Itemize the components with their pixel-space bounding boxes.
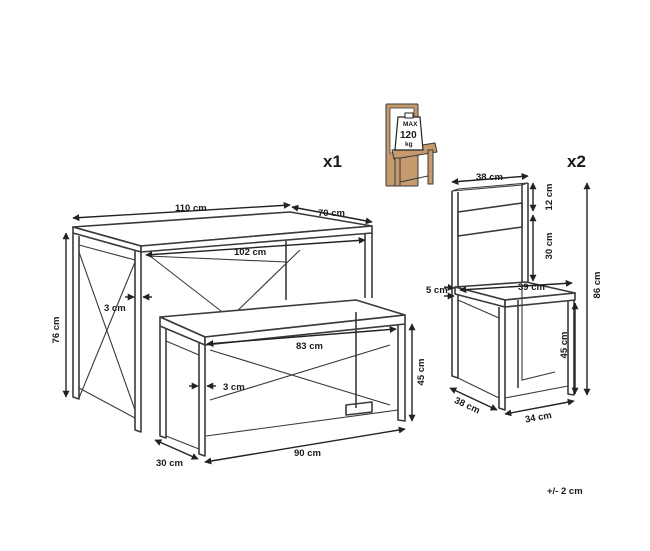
bench-depth-label: 30 cm (156, 458, 183, 469)
table-height-label: 76 cm (51, 317, 62, 344)
chair-back-top-label: 12 cm (544, 184, 555, 211)
chair-depth-label: 38 cm (452, 395, 481, 416)
table-leg-label: 3 cm (104, 303, 126, 314)
chair-back-panel-label: 30 cm (544, 233, 555, 260)
chair-seat-thickness-label: 5 cm (426, 285, 448, 296)
chair-load-icon (385, 103, 438, 187)
chair-seat-width-label: 39 cm (518, 282, 545, 293)
badge-weight-text: 120 (400, 130, 417, 141)
table-width-label: 110 cm (175, 203, 207, 214)
tolerance-note: +/- 2 cm (547, 486, 583, 497)
bench-height-label: 45 cm (416, 359, 427, 386)
table-inner-width-label: 102 cm (234, 247, 266, 258)
badge-unit-text: kg (405, 141, 413, 148)
bench-drawing (159, 299, 406, 457)
table-depth-label: 70 cm (318, 208, 345, 219)
chair-drawing (451, 182, 576, 411)
bench-leg-label: 3 cm (223, 382, 245, 393)
badge-max-text: MAX (403, 121, 418, 128)
chair-base-width-label: 34 cm (524, 410, 552, 426)
chair-seat-height-label: 45 cm (559, 332, 570, 359)
chair-back-width-label: 38 cm (476, 172, 503, 183)
bench-inner-width-label: 83 cm (296, 341, 323, 352)
bench-width-label: 90 cm (294, 448, 321, 459)
chair-total-height-label: 86 cm (592, 272, 603, 299)
chair-quantity-label: x2 (567, 152, 586, 171)
table-quantity-label: x1 (323, 152, 342, 171)
